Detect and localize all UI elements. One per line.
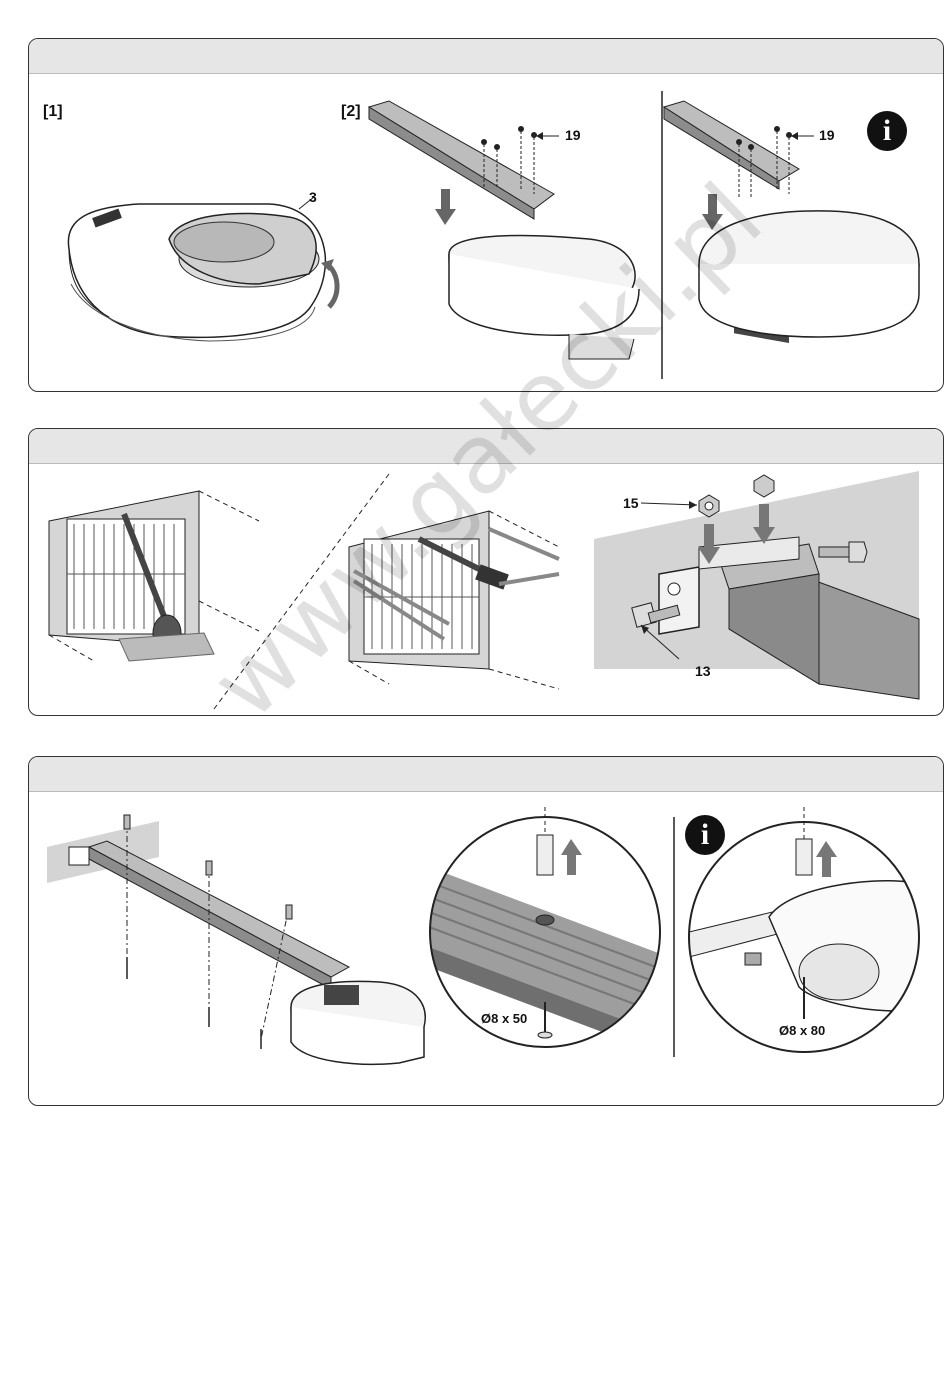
callout-nut: 15: [623, 495, 639, 511]
panel-mounting-motor: [1] [2] 3 19 19 i: [28, 38, 944, 392]
info-icon: i: [867, 111, 907, 151]
rail-mounting-step2: [369, 101, 639, 359]
callout-screws: 19: [819, 127, 835, 143]
info-icon: i: [685, 815, 725, 855]
callout-cover: 3: [309, 189, 317, 205]
dimension-label-plug-50: Ø8 x 50: [481, 1011, 527, 1026]
step-1-label: [1]: [43, 103, 63, 121]
callout-screws: 19: [565, 127, 581, 143]
callout-bolt: 13: [695, 663, 711, 679]
dimension-label-plug-80: Ø8 x 80: [779, 1023, 825, 1038]
rail-ceiling-overview: [47, 815, 425, 1064]
panel3-illustration: [29, 757, 943, 1105]
detail-motor-screw: [689, 807, 929, 1052]
bracket-detail: [594, 471, 919, 699]
detail-rail-screw: [429, 807, 669, 1057]
step-2-label: [2]: [341, 103, 361, 121]
panel-front-bracket: 15 13: [28, 428, 944, 716]
panel1-illustration: [29, 39, 943, 391]
garage-door-with-rail: [349, 511, 559, 689]
panel-ceiling-mount: i Ø8 x 50 Ø8 x 80: [28, 756, 944, 1106]
motor-unit-open-cover: [68, 197, 337, 341]
garage-door-closed: [49, 474, 389, 709]
panel2-illustration: [29, 429, 943, 715]
